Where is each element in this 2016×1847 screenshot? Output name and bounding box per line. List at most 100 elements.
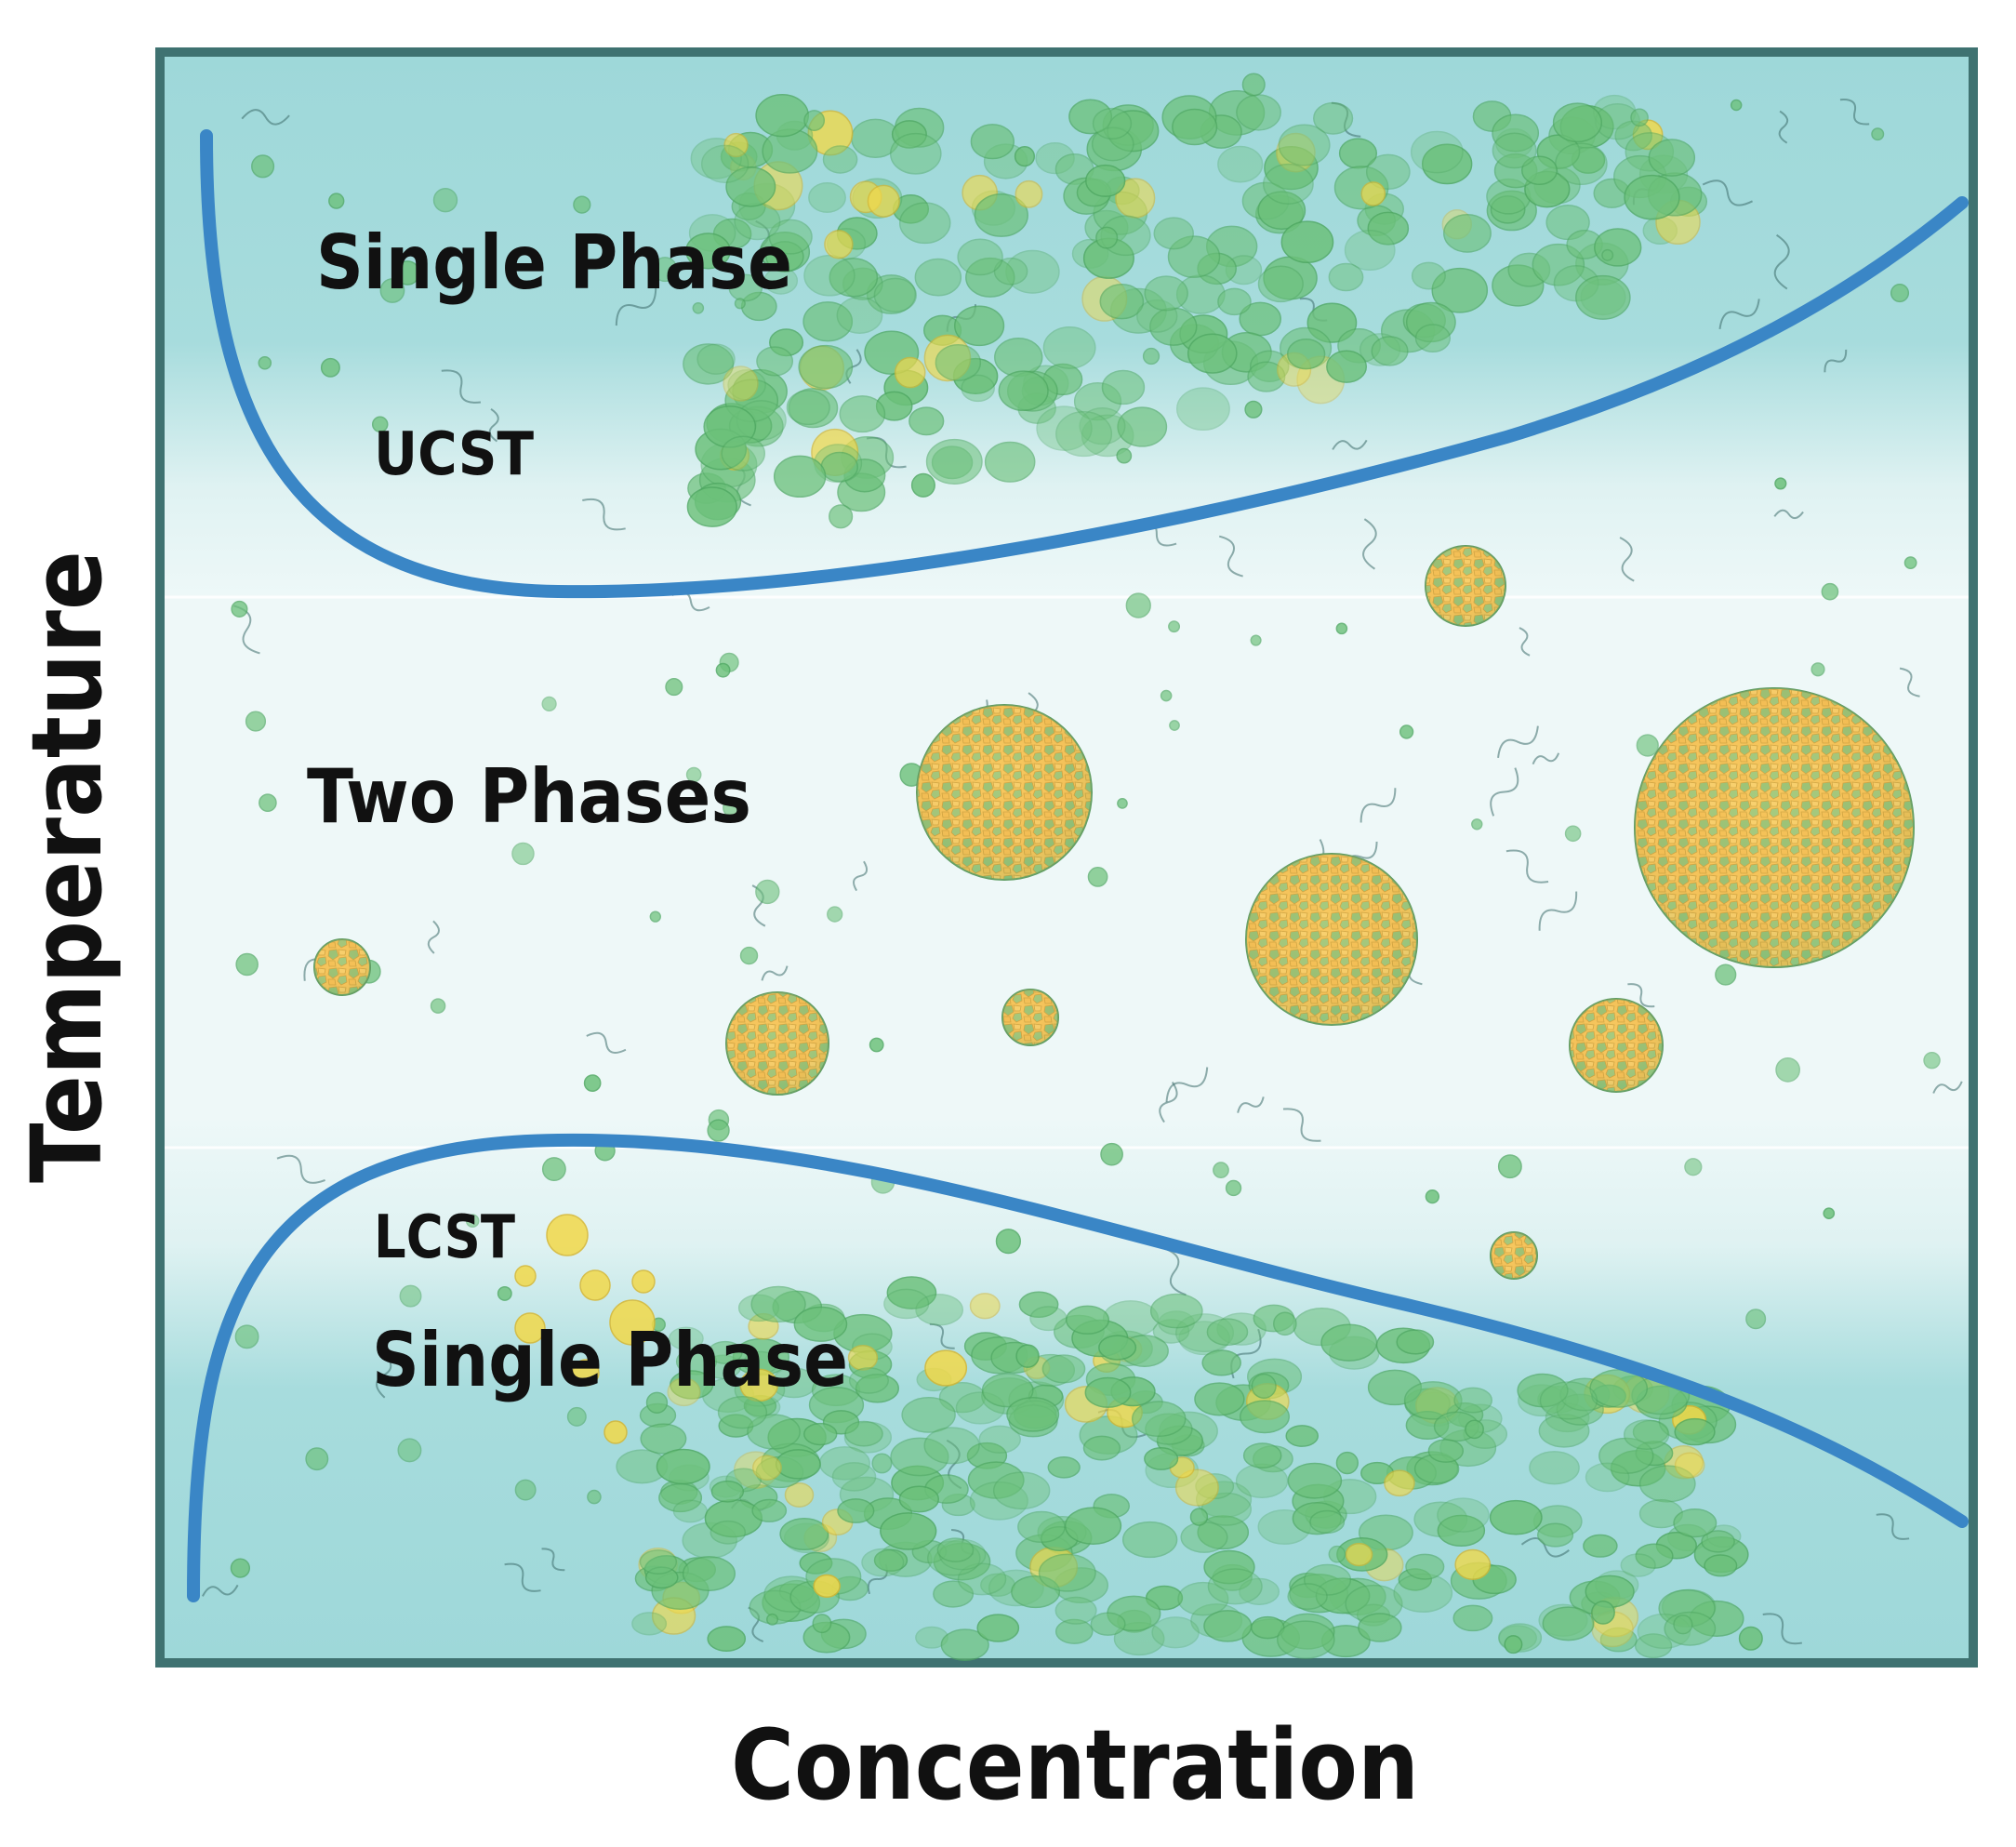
- green-particle: [245, 711, 267, 732]
- green-particle: [727, 369, 766, 401]
- green-particle: [1335, 1451, 1359, 1475]
- green-particle: [1335, 622, 1348, 635]
- polymer-chain: [1702, 179, 1754, 206]
- green-particle: [1100, 1142, 1123, 1166]
- green-particle: [957, 1562, 1007, 1596]
- polymer-chain: [1532, 752, 1560, 765]
- green-particle: [909, 406, 945, 436]
- yellow-particle: [1384, 1469, 1415, 1497]
- green-particle: [901, 1397, 956, 1433]
- green-particle: [1399, 724, 1414, 739]
- polymer-chain: [1718, 299, 1760, 330]
- green-particle: [258, 356, 272, 370]
- green-particle: [1431, 267, 1489, 313]
- green-particle: [1144, 1447, 1179, 1470]
- green-particle: [822, 145, 858, 174]
- green-particle: [1085, 164, 1126, 197]
- green-particle: [923, 1427, 980, 1465]
- green-particle: [397, 1438, 422, 1463]
- green-particle: [1437, 1514, 1486, 1547]
- green-particle: [1328, 262, 1364, 292]
- green-particle: [837, 1498, 875, 1523]
- green-particle: [1537, 1522, 1574, 1548]
- yellow-particle: [609, 1299, 656, 1346]
- green-particle: [707, 1626, 747, 1653]
- green-particle: [652, 257, 678, 283]
- green-particle: [844, 1420, 883, 1447]
- green-particle: [686, 486, 737, 527]
- yellow-particle: [514, 1265, 537, 1287]
- polymer-chain: [1619, 537, 1635, 582]
- polymer-chain: [1165, 1067, 1209, 1103]
- green-particle: [873, 1548, 909, 1572]
- green-particle: [967, 1461, 1025, 1499]
- green-particle: [1065, 1305, 1110, 1335]
- green-particle: [1890, 284, 1910, 303]
- green-particle: [1309, 1509, 1346, 1535]
- yellow-particle: [924, 1349, 968, 1387]
- x-axis-label: Concentration: [731, 1708, 1419, 1822]
- green-particle: [672, 1499, 708, 1523]
- green-particle: [779, 1517, 829, 1551]
- green-particle: [692, 302, 705, 314]
- polymer-chain: [1773, 509, 1804, 520]
- green-particle: [1055, 411, 1113, 458]
- green-particle: [915, 1294, 964, 1326]
- polymer-chain: [504, 1562, 541, 1592]
- polymer-chain: [1520, 1537, 1570, 1558]
- green-particle: [639, 1549, 678, 1575]
- green-particle: [1177, 1581, 1229, 1616]
- yellow-particle: [631, 1269, 656, 1294]
- green-particle: [1239, 1577, 1280, 1605]
- polymer-chain: [1876, 1513, 1910, 1540]
- green-particle: [328, 193, 345, 209]
- green-particle: [1529, 1451, 1580, 1485]
- green-particle: [1465, 1419, 1484, 1440]
- green-particle: [710, 1480, 745, 1503]
- green-particle: [775, 1449, 821, 1480]
- green-particle: [1263, 163, 1314, 205]
- green-particle: [1151, 1616, 1200, 1649]
- green-particle: [1326, 350, 1367, 383]
- polymer-chain: [376, 1351, 392, 1399]
- green-particle: [1564, 825, 1582, 843]
- green-particle: [1497, 1154, 1522, 1179]
- yellow-particle: [1360, 181, 1386, 206]
- droplet-shading: [1635, 688, 1914, 967]
- green-particle: [995, 1229, 1021, 1255]
- green-particle: [1168, 620, 1181, 633]
- green-particle: [935, 344, 982, 381]
- green-particle: [1207, 1568, 1263, 1605]
- green-particle: [1405, 1553, 1445, 1580]
- yellow-particle: [752, 1455, 782, 1481]
- green-particle: [1489, 1499, 1543, 1535]
- green-particle: [1410, 130, 1464, 174]
- green-particle: [803, 1422, 838, 1446]
- green-particle: [914, 258, 962, 297]
- green-particle: [1257, 265, 1304, 303]
- green-particle: [1414, 324, 1451, 353]
- green-particle: [798, 344, 854, 390]
- yellow-particle: [824, 230, 854, 259]
- green-particle: [1201, 1349, 1241, 1376]
- green-particle: [631, 1612, 668, 1636]
- yellow-particle: [723, 132, 749, 158]
- green-particle: [1213, 1162, 1229, 1179]
- green-particle: [961, 374, 995, 403]
- green-particle: [1492, 132, 1537, 169]
- green-particle: [855, 1374, 899, 1403]
- green-particle: [234, 1324, 259, 1349]
- green-particle: [827, 906, 843, 923]
- green-particle: [1365, 153, 1411, 191]
- green-particle: [1041, 1354, 1086, 1384]
- green-particle: [1121, 1521, 1178, 1559]
- polymer-chain: [1490, 767, 1519, 817]
- green-particle: [998, 370, 1049, 412]
- green-particle: [1241, 73, 1266, 97]
- green-particle: [1738, 1626, 1763, 1651]
- polymer-chain: [1332, 439, 1368, 450]
- green-particle: [1247, 361, 1286, 392]
- green-particle: [1017, 1510, 1066, 1544]
- green-particle: [1047, 1455, 1081, 1479]
- green-particle: [1038, 1553, 1096, 1592]
